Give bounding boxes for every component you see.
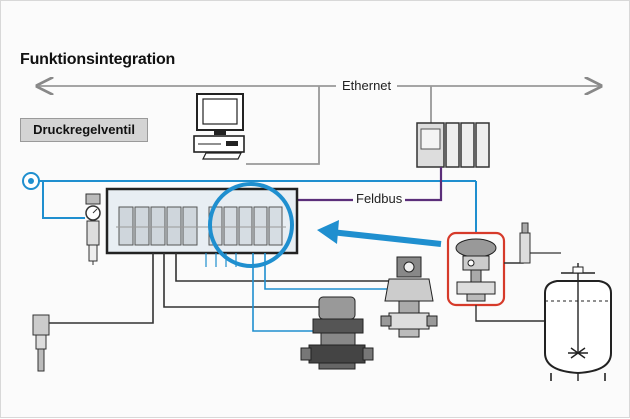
diagram-title: Funktionsintegration bbox=[20, 51, 176, 68]
controller-rack-icon bbox=[416, 122, 490, 168]
integration-arrow bbox=[330, 229, 442, 247]
level-sensor-icon bbox=[519, 222, 561, 264]
ethernet-label: Ethernet bbox=[336, 78, 398, 93]
highlight-circle bbox=[208, 182, 294, 268]
device-label: Druckregelventil bbox=[20, 118, 148, 142]
filter-regulator-icon bbox=[85, 193, 101, 265]
ethernet-drop-pc bbox=[246, 86, 320, 165]
tank-icon bbox=[544, 263, 612, 381]
computer-icon bbox=[193, 93, 245, 160]
positioner-valve-icon bbox=[380, 256, 438, 338]
control-valve-icon bbox=[455, 238, 497, 302]
fieldbus-label: Feldbus bbox=[353, 191, 406, 206]
pressure-sensor-icon bbox=[32, 314, 50, 372]
actuator-valve-icon bbox=[300, 296, 374, 370]
